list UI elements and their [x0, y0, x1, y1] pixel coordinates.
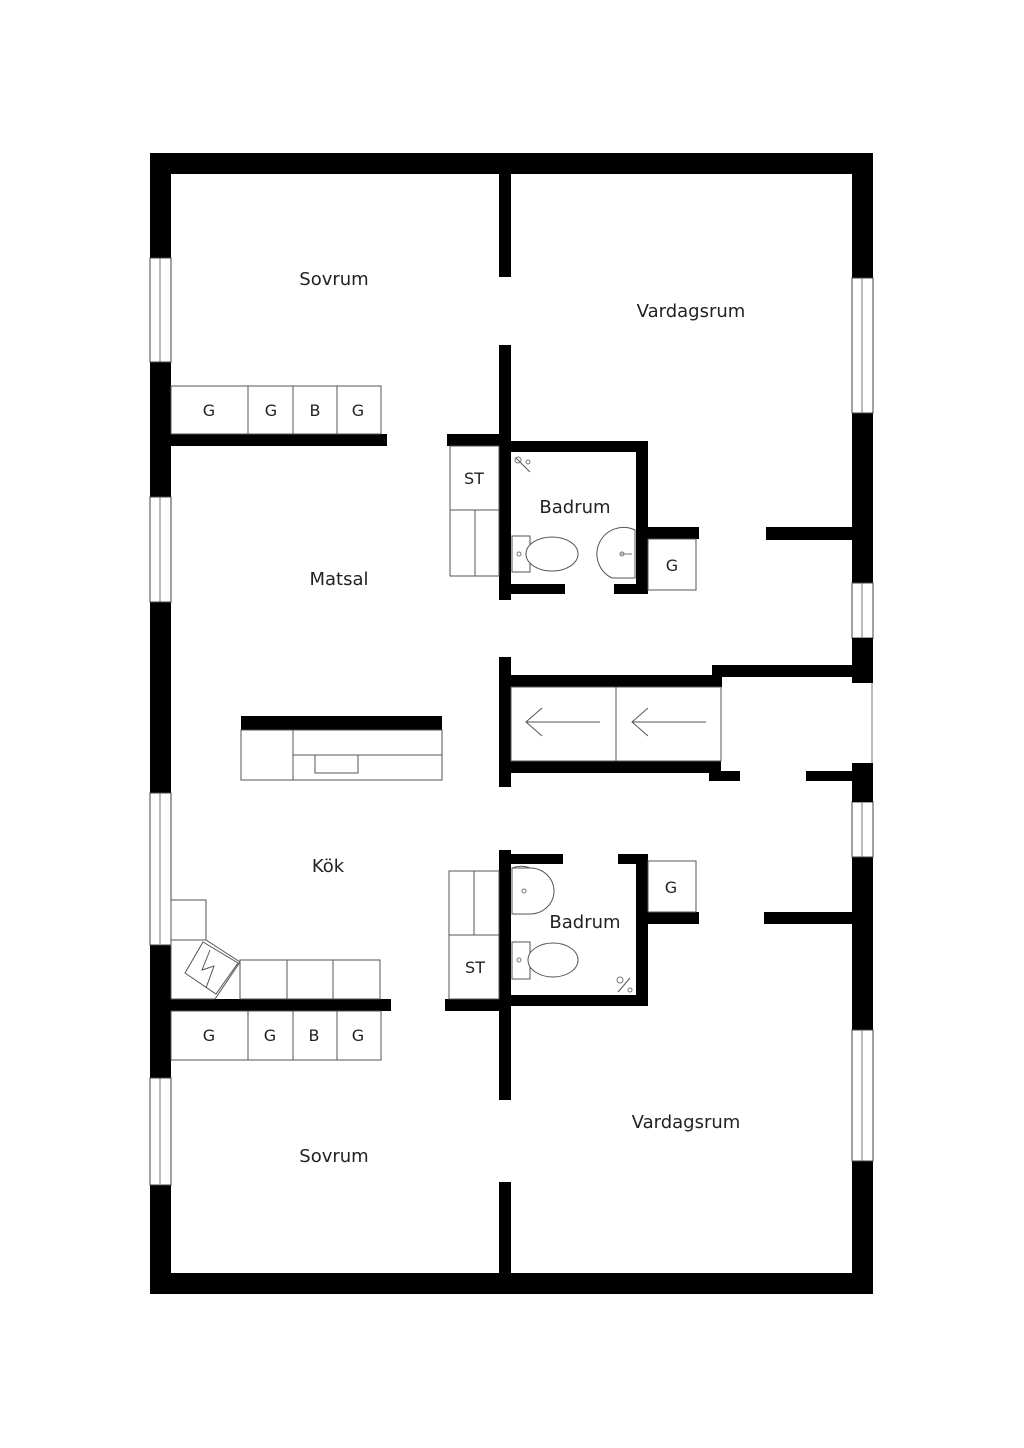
toilet-icon — [511, 535, 579, 573]
room-label-sovrum-top: Sovrum — [299, 269, 368, 290]
shower-icon — [616, 976, 633, 993]
st-label: ST — [464, 469, 484, 488]
storage-bottom: ST — [448, 870, 500, 1000]
arrow-left-icon — [525, 707, 600, 737]
wardrobe-label: G — [265, 401, 277, 420]
toilet-icon — [511, 941, 579, 980]
windows-right — [851, 277, 874, 1162]
closet-label: G — [665, 878, 677, 897]
room-label-sovrum-bottom: Sovrum — [299, 1146, 368, 1167]
room-label-badrum-bottom: Badrum — [549, 912, 620, 933]
wardrobe-label: G — [203, 1026, 215, 1045]
wardrobe-label: G — [352, 1026, 364, 1045]
room-label-matsal: Matsal — [309, 569, 368, 590]
stove-icon — [201, 949, 215, 989]
shower-icon — [514, 456, 531, 473]
arrow-left-icon — [631, 707, 706, 737]
wardrobes-top: G G B G — [170, 385, 382, 435]
wardrobe-label: G — [352, 401, 364, 420]
sink-icon — [511, 865, 555, 915]
room-label-badrum-top: Badrum — [539, 497, 610, 518]
wardrobe-label: G — [264, 1026, 276, 1045]
sink-icon — [596, 526, 636, 579]
wardrobe-label: G — [203, 401, 215, 420]
wardrobe-label: B — [309, 1026, 320, 1045]
wardrobes-bottom: G G B G — [170, 1010, 382, 1061]
bathroom-bottom-fixtures: G — [511, 860, 697, 993]
st-label: ST — [465, 958, 485, 977]
windows-left — [149, 257, 172, 1186]
hall-wardrobe — [510, 686, 722, 762]
kitchen-island — [240, 729, 443, 781]
bathroom-top-fixtures: G — [511, 456, 697, 591]
room-label-vardagsrum-top: Vardagsrum — [637, 301, 746, 322]
interior-walls — [171, 174, 873, 1273]
room-label-vardagsrum-bottom: Vardagsrum — [632, 1112, 741, 1133]
closet-label: G — [666, 556, 678, 575]
room-labels: Sovrum Vardagsrum Badrum Matsal Kök Badr… — [299, 269, 745, 1167]
wardrobe-label: B — [310, 401, 321, 420]
kitchen-counter — [170, 899, 381, 1000]
room-label-kok: Kök — [312, 856, 345, 877]
storage-top: ST — [449, 445, 500, 577]
